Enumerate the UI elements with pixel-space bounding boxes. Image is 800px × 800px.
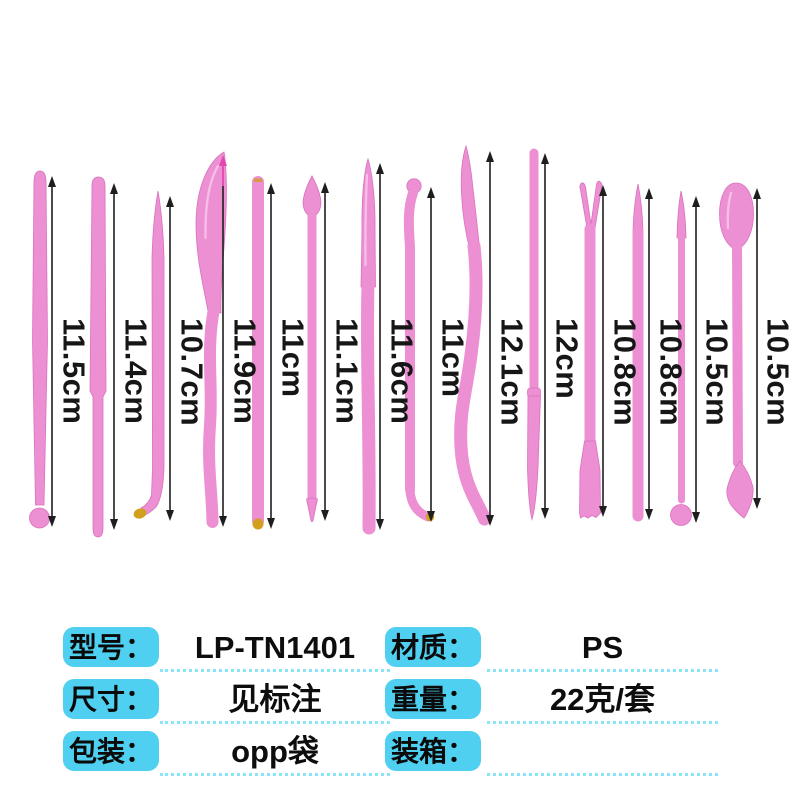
spec-value-carton (487, 731, 718, 771)
spec-label-size: 尺寸： (63, 679, 159, 719)
length-label-2: 11.4cm (118, 318, 154, 425)
length-label-12: 10.8cm (653, 318, 689, 427)
length-label-13: 10.5cm (699, 318, 735, 427)
length-label-8: 11cm (435, 318, 471, 398)
arrow-11 (599, 185, 607, 517)
tool-spoon-diamond (719, 182, 754, 519)
tool-flat-blade (360, 157, 376, 535)
arrow-5 (267, 183, 275, 529)
divider-dotted (160, 721, 390, 724)
spec-label-packaging: 包装： (63, 731, 159, 771)
arrow-14 (753, 188, 761, 509)
divider-dotted (487, 721, 718, 724)
spec-label-carton: 装箱： (385, 731, 481, 771)
arrow-1 (48, 176, 56, 527)
spec-label-model: 型号： (63, 627, 159, 667)
length-label-11: 10.8cm (607, 318, 643, 427)
tool-yellow-tip-rod (252, 176, 264, 530)
arrow-4 (219, 155, 227, 527)
tool-cone-ball (670, 190, 692, 526)
arrow-10 (541, 153, 549, 519)
arrow-3 (166, 196, 174, 521)
arrow-7 (376, 163, 384, 530)
divider-dotted (160, 669, 390, 672)
length-label-5: 11cm (275, 318, 311, 398)
tool-knife-blade (195, 151, 227, 528)
length-label-4: 11.9cm (227, 318, 263, 425)
length-label-1: 11.5cm (56, 318, 92, 425)
arrow-6 (321, 182, 329, 521)
divider-dotted (160, 773, 390, 776)
length-label-3: 10.7cm (174, 318, 210, 427)
tool-ball-tip-stick (29, 170, 50, 529)
tool-taper-point-rod (632, 183, 644, 522)
spec-label-material: 材质： (385, 627, 481, 667)
tool-leaf-point (302, 175, 322, 523)
spec-label-weight: 重量： (385, 679, 481, 719)
tool-straight-rod (89, 176, 107, 538)
spec-value-material: PS (581, 630, 624, 665)
spec-value-size: 见标注 (228, 682, 322, 717)
length-label-10: 12cm (549, 318, 585, 400)
length-label-7: 11.6cm (384, 318, 420, 425)
spec-value-model: LP-TN1401 (194, 630, 356, 665)
divider-dotted (487, 773, 718, 776)
arrow-13 (692, 196, 700, 523)
length-label-9: 12.1cm (494, 318, 530, 427)
arrow-2 (110, 183, 118, 530)
length-label-14: 10.5cm (760, 318, 796, 427)
divider-dotted (487, 669, 718, 672)
tool-fork-chisel (579, 180, 603, 519)
tools-illustration (29, 144, 761, 538)
tool-needle-rod (527, 148, 541, 521)
length-label-6: 11.1cm (329, 318, 365, 425)
tool-s-curve (454, 144, 491, 526)
spec-value-weight: 22克/套 (549, 682, 656, 717)
spec-value-packaging: opp袋 (231, 734, 319, 769)
tool-left-hook (133, 190, 165, 519)
arrow-12 (645, 188, 653, 520)
arrow-9 (486, 151, 494, 526)
arrow-8 (427, 187, 435, 522)
